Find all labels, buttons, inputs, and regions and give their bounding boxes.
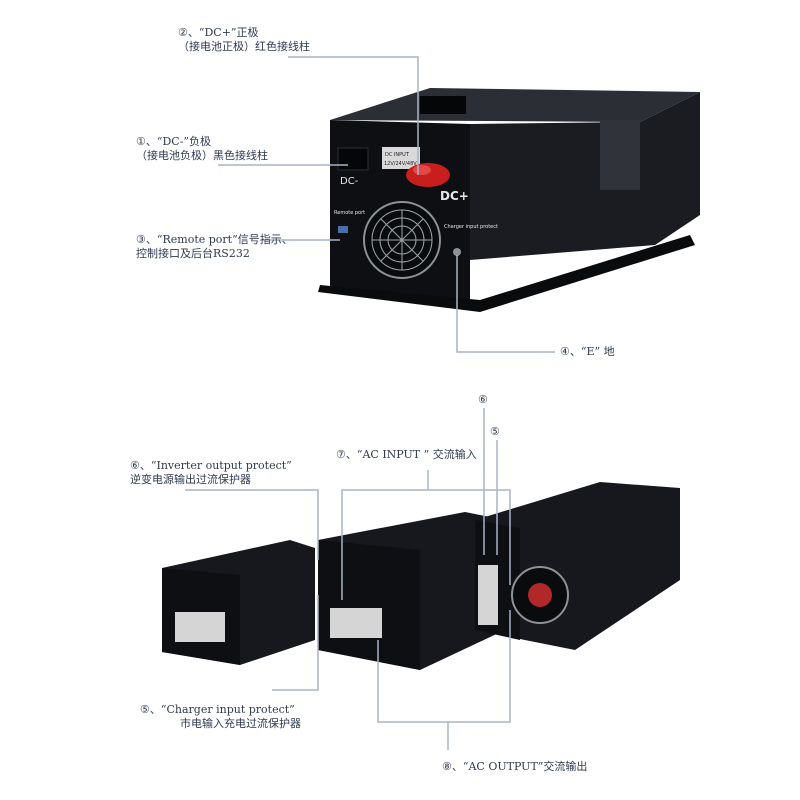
label-dc-minus: ①、“DC-”负极 （接电池负极）黑色接线柱 [136, 135, 268, 162]
dc-minus-mark: DC- [340, 176, 359, 187]
label-num6: ⑥ [478, 393, 488, 406]
remote-port-connector [338, 226, 348, 233]
label-earth: ④、“E” 地 [560, 345, 615, 358]
label-ac-output: ⑧、“AC OUTPUT”交流输出 [442, 760, 588, 773]
label-charger-protect: ⑤、“Charger input protect” 市电输入充电过流保护器 [140, 703, 301, 730]
label-inverter-protect: ⑥、“Inverter output protect” 逆变电源输出过流保护器 [130, 459, 292, 486]
dc-input-text: DC INPUT [385, 152, 410, 158]
earth-terminal [453, 248, 461, 256]
label-dc-plus: ②、“DC+”正极 （接电池正极）红色接线柱 [178, 26, 310, 53]
dc-voltage-text: 12V/24V/48V [384, 161, 417, 167]
bottom-inverters [162, 482, 680, 670]
label-num5: ⑤ [490, 425, 500, 438]
label-remote-port: ③、“Remote port”信号指示、 控制接口及后台RS232 [136, 233, 293, 260]
label-ac-input: ⑦、“AC INPUT ” 交流输入 [336, 448, 477, 461]
remote-port-text: Remote port [334, 210, 365, 216]
top-inverter: DC INPUT 12V/24V/48V DC+ DC- Remote port… [318, 88, 700, 312]
charger-protect-text: Charger input protect [444, 224, 498, 230]
dc-plus-mark: DC+ [440, 189, 469, 203]
